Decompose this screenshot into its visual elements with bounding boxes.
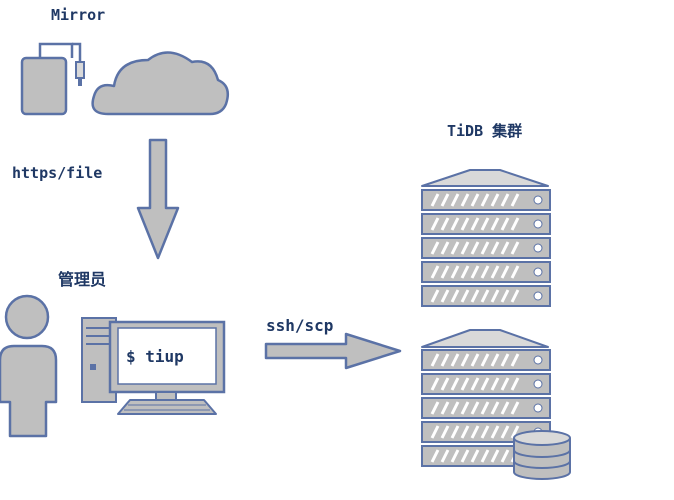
admin-label: 管理员 — [58, 270, 107, 289]
cluster-label: TiDB 集群 — [447, 122, 523, 140]
external-drive-icon — [20, 42, 85, 116]
protocol-label: https/file — [12, 164, 103, 182]
down-arrow-icon — [136, 138, 180, 260]
server-unit — [421, 397, 551, 419]
computer-icon — [81, 317, 226, 415]
server-unit — [421, 261, 551, 283]
transfer-label: ssh/scp — [266, 316, 334, 335]
cloud-icon — [91, 51, 229, 116]
person-icon — [0, 294, 58, 438]
server-unit — [421, 213, 551, 235]
right-arrow-icon — [264, 332, 402, 370]
server-unit — [421, 237, 551, 259]
mirror-label: Mirror — [51, 6, 106, 24]
terminal-command: $ tiup — [126, 347, 184, 366]
database-icon — [513, 430, 571, 480]
server-unit — [421, 349, 551, 371]
server-unit — [421, 189, 551, 211]
server-unit — [421, 285, 551, 307]
server-unit — [421, 373, 551, 395]
server-rack-icon — [421, 169, 551, 307]
